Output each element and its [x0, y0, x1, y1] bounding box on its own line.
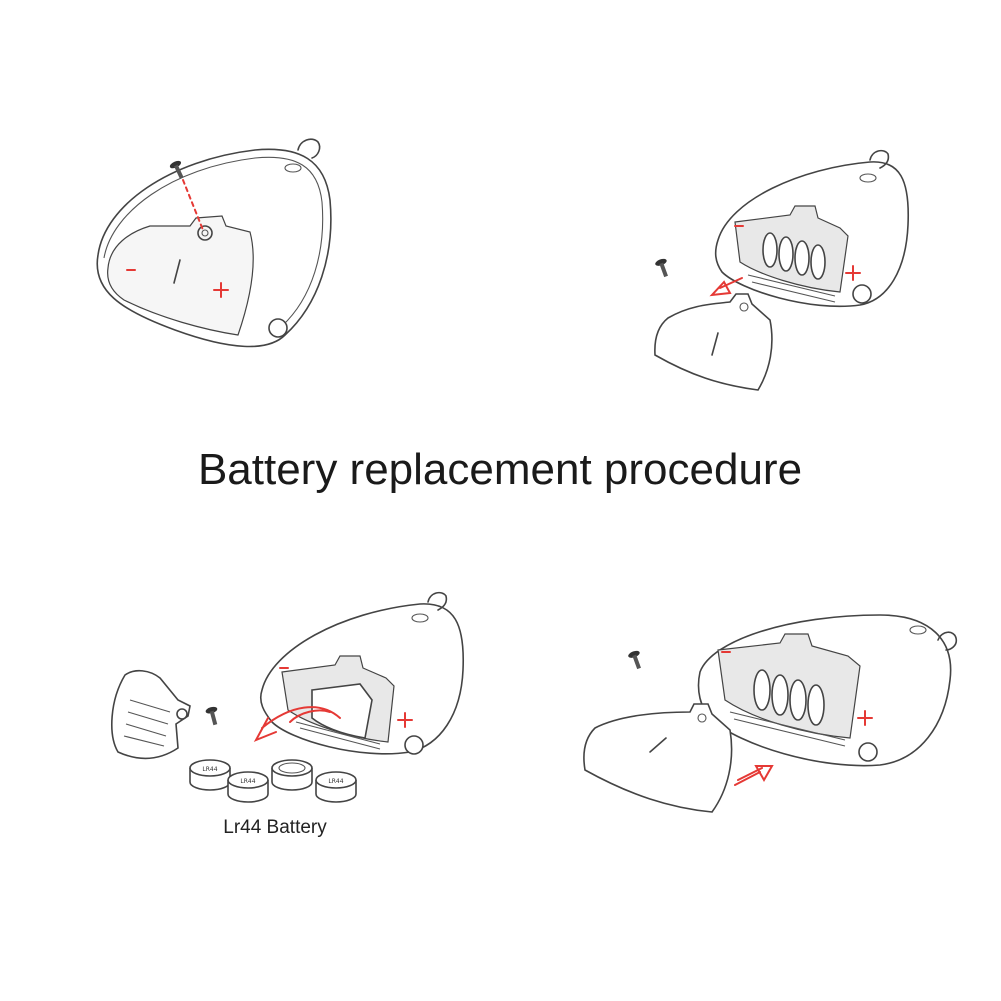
screw-hole	[197, 225, 213, 241]
corner-button	[858, 742, 878, 762]
corner-button	[852, 284, 872, 304]
coin-label: LR44	[202, 766, 217, 773]
detached-cover	[111, 669, 191, 760]
detached-cover	[654, 293, 773, 391]
corner-button	[404, 735, 424, 755]
lanyard-loop	[427, 591, 448, 611]
coin-cells	[753, 669, 825, 726]
page-title: Battery replacement procedure	[198, 445, 802, 494]
lanyard-loop	[937, 631, 958, 651]
battery-caption: Lr44 Battery	[223, 817, 327, 838]
cover-clips	[123, 699, 188, 747]
body-rim	[103, 156, 324, 327]
coin-cell: LR44	[189, 759, 231, 791]
screw-icon	[628, 650, 641, 670]
corner-button	[268, 318, 288, 338]
screw-icon	[169, 160, 184, 180]
cover-grip-mark	[711, 332, 719, 356]
screw-icon	[205, 706, 218, 726]
lanyard-hole	[411, 613, 429, 623]
coin-label: LR44	[328, 778, 343, 785]
screw-path-line	[182, 179, 204, 231]
lanyard-hole	[859, 173, 877, 183]
coin-label: LR44	[240, 778, 255, 785]
insert-arrow	[734, 765, 774, 786]
lanyard-hole	[909, 625, 927, 635]
lanyard-loop	[297, 138, 321, 159]
lanyard-hole	[284, 163, 302, 173]
cover-grip-mark	[173, 259, 181, 284]
remove-arrow	[709, 277, 743, 297]
coin-cell	[271, 759, 313, 791]
screw-icon	[655, 258, 668, 278]
coin-cell: LR44	[227, 771, 269, 803]
battery-cover	[107, 215, 254, 336]
detached-cover	[583, 703, 733, 813]
step-refit-cover	[583, 614, 958, 813]
cover-grip-mark	[649, 737, 667, 753]
step-remove-cover	[654, 149, 910, 391]
lanyard-loop	[869, 149, 890, 169]
swap-arrow	[253, 706, 341, 742]
step-replace-batteries: LR44 LR44 LR44 Lr44 Battery	[111, 591, 465, 838]
step-remove-screw	[96, 138, 332, 348]
coin-cell: LR44	[315, 771, 357, 803]
coin-cells	[762, 232, 826, 280]
